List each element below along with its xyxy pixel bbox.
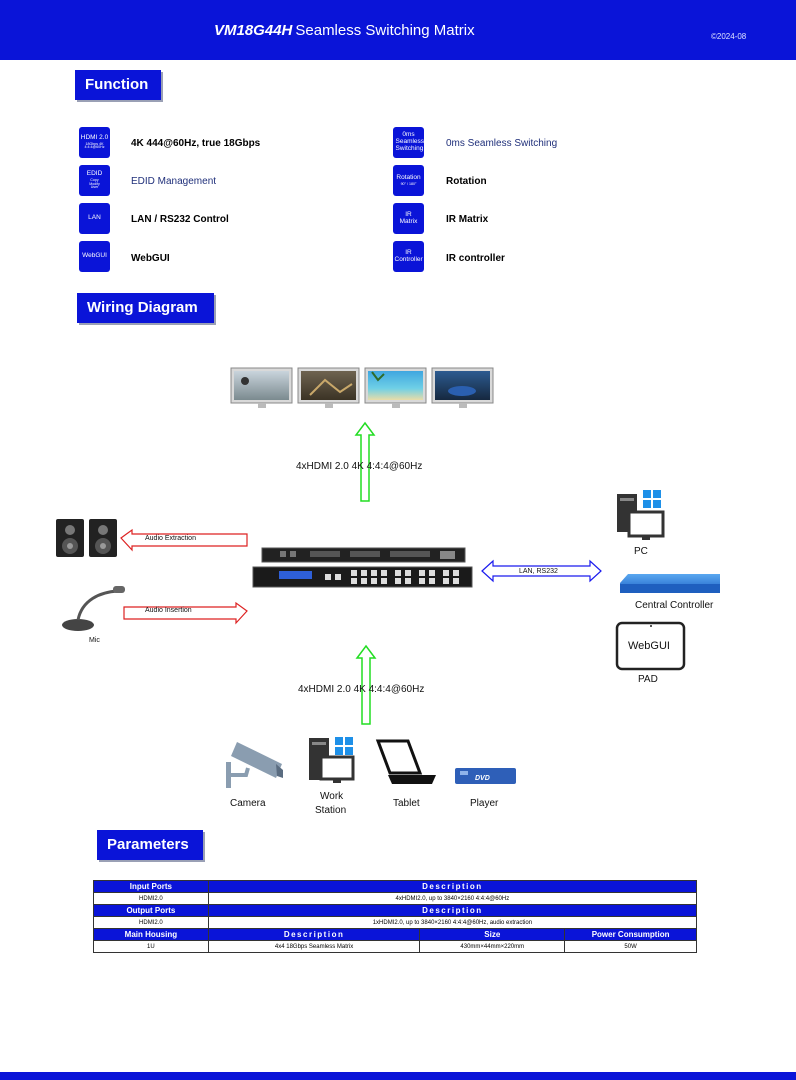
dvd-logo: DVD (475, 775, 490, 782)
wiring-diagram: DVD (56, 367, 720, 788)
webgui-icon-text: WebGUI (82, 252, 107, 260)
hdmi-icon-text: HDMI 2.0 (80, 133, 109, 141)
ir-matrix-icon-text: IR Matrix (399, 210, 418, 225)
feature-label-ir-matrix: IR Matrix (446, 214, 489, 225)
audio-extraction-label: Audio Extraction (145, 535, 196, 542)
table-header-cell: Main Housing (93, 928, 209, 941)
model-name: VM18G44H (214, 22, 293, 39)
table-header-cell: Input Ports (93, 880, 209, 893)
audio-insertion-arrow (123, 601, 248, 625)
feature-label-rotation: Rotation (446, 176, 487, 187)
edid-icon-subtext: Copy Modify User (89, 177, 100, 190)
input-arrow (355, 644, 377, 725)
feature-label-edid: EDID Management (131, 176, 217, 187)
table-cell: 4xHDMI2.0, up to 3840×2160 4:4:4@60Hz (207, 892, 698, 905)
table-header-cell: Output Ports (93, 904, 209, 917)
central-controller-icon (620, 574, 720, 593)
ir-controller-icon-text: IR Controller (394, 248, 423, 263)
table-row: 1U 4x4 18Gbps Seamless Matrix 430mm×44mm… (93, 940, 697, 953)
product-title: Seamless Switching Matrix (295, 22, 475, 39)
edid-icon: EDID Copy Modify User (79, 165, 110, 196)
table-cell: HDMI2.0 (93, 916, 209, 929)
lan-icon: LAN (79, 203, 110, 234)
parameters-heading: Parameters (97, 830, 203, 860)
seamless-icon-text: 0ms Seamless Switching (395, 131, 425, 152)
table-cell: 1U (93, 940, 209, 953)
table-header-cell: Description (207, 904, 698, 917)
hdmi-icon-subtext: 18Gbps 4K 4:4:4@60Hz (84, 141, 105, 150)
webgui-screen-label: WebGUI (628, 640, 670, 652)
seamless-switching-icon: 0ms Seamless Switching (393, 127, 424, 158)
audio-extraction-arrow (120, 528, 248, 552)
feature-label-lan: LAN / RS232 Control (131, 214, 229, 225)
table-cell: 50W (564, 940, 697, 953)
table-row: HDMI2.0 1xHDMI2.0, up to 3840×2160 4:4:4… (93, 916, 698, 929)
table-cell: 1xHDMI2.0, up to 3840×2160 4:4:4@60Hz, a… (207, 916, 698, 929)
edid-icon-text: EDID (86, 169, 103, 177)
ir-controller-icon: IR Controller (393, 241, 424, 272)
matrix-device (252, 547, 473, 588)
webgui-icon: WebGUI (79, 241, 110, 272)
display-monitor (431, 367, 494, 408)
table-row: HDMI2.0 4xHDMI2.0, up to 3840×2160 4:4:4… (93, 892, 698, 905)
hdmi-icon: HDMI 2.0 18Gbps 4K 4:4:4@60Hz (79, 127, 110, 158)
mic-label: Mic (89, 637, 100, 644)
tablet-label: Tablet (393, 798, 420, 809)
central-controller-label: Central Controller (635, 600, 714, 611)
table-row: Main Housing Description Size Power Cons… (93, 928, 697, 941)
parameters-table: Input Ports Description HDMI2.0 4xHDMI2.… (93, 880, 698, 953)
camera-label: Camera (230, 798, 266, 809)
audio-insertion-label: Audio Insertion (145, 607, 192, 614)
rotation-icon-subtext: 90° / 180° (400, 181, 417, 186)
display-monitor (230, 367, 293, 408)
ir-matrix-icon: IR Matrix (393, 203, 424, 234)
lan-icon-text: LAN (88, 214, 101, 222)
camera-icon (226, 742, 283, 788)
table-header-cell: Size (419, 928, 566, 941)
feature-label-seamless: 0ms Seamless Switching (446, 138, 558, 149)
output-arrow (354, 421, 376, 502)
player-label: Player (470, 798, 499, 809)
table-header-cell: Description (207, 880, 698, 893)
mic-icon (62, 586, 125, 631)
feature-label-ir-controller: IR controller (446, 253, 505, 264)
lan-label: LAN, RS232 (519, 568, 558, 575)
table-row: Input Ports Description (93, 880, 698, 893)
rotation-icon: Rotation 90° / 180° (393, 165, 424, 196)
function-heading: Function (75, 70, 161, 100)
feature-label-hdmi: 4K 444@60Hz, true 18Gbps (131, 138, 261, 149)
table-header-cell: Power Consumption (564, 928, 697, 941)
display-monitor (297, 367, 360, 408)
feature-label-webgui: WebGUI (131, 253, 170, 264)
speaker-icon (56, 519, 117, 557)
dvd-player-icon: DVD (455, 768, 516, 784)
display-monitor (364, 367, 427, 408)
table-cell: 4x4 18Gbps Seamless Matrix (207, 940, 421, 953)
pc-label: PC (634, 546, 648, 557)
rotation-icon-text: Rotation (396, 173, 421, 181)
table-cell: 430mm×44mm×220mm (419, 940, 566, 953)
header-date: ©2024-08 (711, 32, 747, 41)
wiring-heading: Wiring Diagram (77, 293, 214, 323)
workstation-label-line2: Station (315, 805, 347, 816)
table-header-cell: Description (207, 928, 421, 941)
workstation-label-line1: Work (320, 791, 344, 802)
tablet-icon (375, 739, 436, 784)
pad-label: PAD (638, 674, 658, 685)
table-row: Output Ports Description (93, 904, 698, 917)
workstation-icon (309, 737, 355, 783)
pc-icon (617, 490, 665, 540)
page-footer (0, 1072, 796, 1080)
input-label: 4xHDMI 2.0 4K 4:4:4@60Hz (298, 684, 425, 695)
output-label: 4xHDMI 2.0 4K 4:4:4@60Hz (296, 461, 423, 472)
table-cell: HDMI2.0 (93, 892, 209, 905)
lan-rs232-arrow (481, 559, 602, 583)
pad-icon (615, 621, 686, 671)
